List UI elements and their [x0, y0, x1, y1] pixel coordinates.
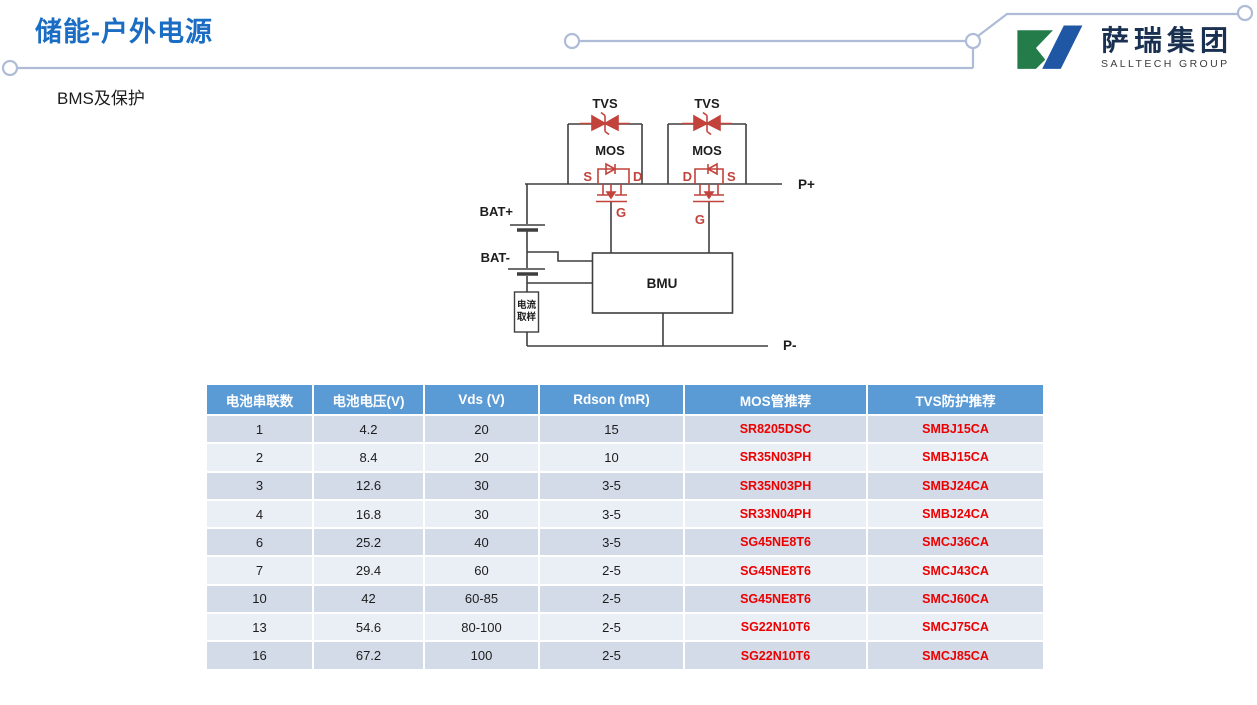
- table-cell: 3-5: [540, 500, 683, 528]
- table-cell: 13: [207, 614, 312, 641]
- table-cell: 6: [207, 529, 312, 556]
- table-cell: 3: [207, 472, 312, 499]
- part-recommendation-cell: SR35N03PH: [685, 472, 866, 499]
- drain-pin-label: D: [683, 169, 692, 184]
- table-cell: 3-5: [540, 529, 683, 556]
- table-cell: 15: [540, 416, 683, 443]
- bat-plus-label: BAT+: [480, 204, 514, 219]
- gate-pin-label: G: [695, 212, 705, 227]
- table-cell: 7: [207, 557, 312, 584]
- bat-minus-label: BAT-: [481, 250, 510, 265]
- part-recommendation-cell: SMBJ24CA: [868, 472, 1043, 499]
- gate-pin-label: G: [616, 205, 626, 220]
- table-cell: 100: [425, 642, 538, 669]
- page-title: 储能-户外电源: [35, 17, 213, 47]
- table-cell: 25.2: [314, 529, 423, 556]
- connector-dot: [964, 32, 982, 50]
- part-recommendation-cell: SR35N03PH: [685, 444, 866, 471]
- part-recommendation-cell: SR33N04PH: [685, 500, 866, 528]
- part-recommendation-cell: SG45NE8T6: [685, 585, 866, 613]
- part-recommendation-cell: SMBJ15CA: [868, 416, 1043, 443]
- table-cell: 1: [207, 416, 312, 443]
- table-cell: 67.2: [314, 642, 423, 669]
- tvs-label: TVS: [592, 96, 618, 111]
- column-header: TVS防护推荐: [868, 385, 1043, 414]
- logo-mark-icon: [1017, 25, 1083, 69]
- part-recommendation-cell: SG22N10T6: [685, 614, 866, 641]
- table-cell: 40: [425, 529, 538, 556]
- table-cell: 30: [425, 472, 538, 499]
- table-cell: 42: [314, 585, 423, 613]
- table-cell: 29.4: [314, 557, 423, 584]
- battery-symbol: [508, 224, 545, 276]
- table-cell: 30: [425, 500, 538, 528]
- table-cell: 8.4: [314, 444, 423, 471]
- p-minus-label: P-: [783, 338, 797, 353]
- current-sense-label: 取样: [517, 311, 537, 323]
- source-pin-label: S: [583, 169, 592, 184]
- page-subtitle: BMS及保护: [57, 89, 145, 108]
- connector-dot: [563, 32, 581, 50]
- connector-dot: [1, 59, 19, 77]
- circuit-diagram: 电流 取样 BMU: [480, 96, 815, 353]
- part-recommendation-cell: SMBJ24CA: [868, 500, 1043, 528]
- bmu-label: BMU: [647, 276, 678, 291]
- table-cell: 2-5: [540, 642, 683, 669]
- p-plus-label: P+: [798, 177, 815, 192]
- company-logo: 萨瑞集团 SALLTECH GROUP: [1014, 24, 1233, 72]
- part-recommendation-cell: SG22N10T6: [685, 642, 866, 669]
- tvs-diode-icon: [580, 111, 630, 136]
- table-cell: 54.6: [314, 614, 423, 641]
- tvs-diode-icon: [682, 111, 732, 136]
- drain-pin-label: D: [633, 169, 642, 184]
- part-recommendation-cell: SG45NE8T6: [685, 529, 866, 556]
- connector-dot: [1236, 4, 1254, 22]
- table-cell: 2-5: [540, 557, 683, 584]
- part-recommendation-cell: SMCJ85CA: [868, 642, 1043, 669]
- table-cell: 2-5: [540, 614, 683, 641]
- table-cell: 4: [207, 500, 312, 528]
- table-cell: 16.8: [314, 500, 423, 528]
- company-name: 萨瑞集团: [1101, 25, 1234, 56]
- column-header: 电池电压(V): [314, 385, 423, 414]
- mos-label: MOS: [692, 143, 722, 158]
- table-cell: 20: [425, 444, 538, 471]
- column-header: Vds (V): [425, 385, 538, 414]
- part-recommendation-cell: SMCJ75CA: [868, 614, 1043, 641]
- table-cell: 20: [425, 416, 538, 443]
- current-sense-label: 电流: [517, 299, 537, 311]
- part-recommendation-cell: SMCJ43CA: [868, 557, 1043, 584]
- table-cell: 2-5: [540, 585, 683, 613]
- table-cell: 10: [207, 585, 312, 613]
- current-sense-box: [513, 291, 540, 333]
- part-recommendation-cell: SMCJ36CA: [868, 529, 1043, 556]
- mos-label: MOS: [595, 143, 625, 158]
- table-cell: 60-85: [425, 585, 538, 613]
- column-header: MOS管推荐: [685, 385, 866, 414]
- table-cell: 12.6: [314, 472, 423, 499]
- table-cell: 2: [207, 444, 312, 471]
- table-cell: 4.2: [314, 416, 423, 443]
- tvs-label: TVS: [694, 96, 720, 111]
- part-recommendation-cell: SG45NE8T6: [685, 557, 866, 584]
- part-recommendation-cell: SMBJ15CA: [868, 444, 1043, 471]
- mosfet-icon: [596, 162, 630, 203]
- part-recommendation-cell: SR8205DSC: [685, 416, 866, 443]
- part-recommendation-cell: SMCJ60CA: [868, 585, 1043, 613]
- column-header: Rdson (mR): [540, 385, 683, 414]
- table-cell: 16: [207, 642, 312, 669]
- source-pin-label: S: [727, 169, 736, 184]
- mosfet-icon: [693, 162, 724, 203]
- table-cell: 3-5: [540, 472, 683, 499]
- table-cell: 80-100: [425, 614, 538, 641]
- column-header: 电池串联数: [207, 385, 312, 414]
- company-name-en: SALLTECH GROUP: [1101, 58, 1230, 70]
- bmu-box: [591, 252, 734, 314]
- table-cell: 10: [540, 444, 683, 471]
- table-cell: 60: [425, 557, 538, 584]
